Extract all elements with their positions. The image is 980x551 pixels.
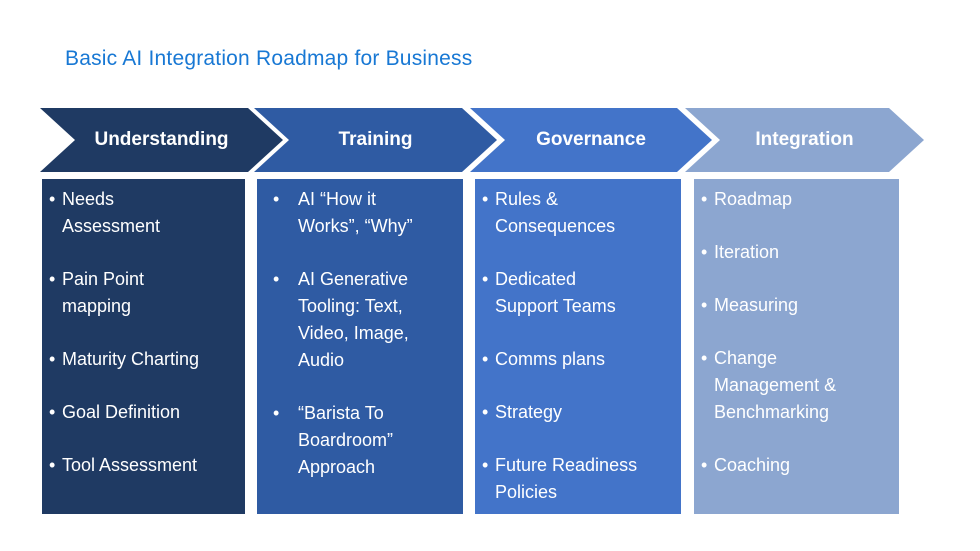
bullet-icon [482,346,495,373]
stage-header-training: Training [254,108,497,172]
list-item: Iteration [701,239,893,266]
bullet-icon [482,186,495,240]
list-item: Goal Definition [49,399,239,426]
list-item: Maturity Charting [49,346,239,373]
stage-header-integration: Integration [685,108,924,172]
list-item: Pain Point mapping [49,266,239,320]
list-item: Rules & Consequences [482,186,675,240]
stage-header-label: Training [338,129,413,150]
list-item: AI “How it Works”, “Why” [273,186,457,240]
stage-header-label: Understanding [94,129,229,150]
bullet-icon [49,399,62,426]
stage-body-governance: Rules & Consequences Dedicated Support T… [475,179,681,514]
bullet-icon [482,266,495,320]
stage-header-label: Governance [536,129,646,150]
bullet-icon [49,346,62,373]
stage-item-list: Rules & Consequences Dedicated Support T… [475,179,681,506]
page-title: Basic AI Integration Roadmap for Busines… [65,47,473,70]
list-item: Coaching [701,452,893,479]
list-item: Future Readiness Policies [482,452,675,506]
bullet-icon [701,345,714,426]
list-item: Dedicated Support Teams [482,266,675,320]
bullet-icon [701,186,714,213]
bullet-icon [273,400,298,481]
list-item: “Barista To Boardroom” Approach [273,400,457,481]
stage-body-integration: Roadmap Iteration Measuring Change Manag… [694,179,899,514]
list-item: Measuring [701,292,893,319]
stage-item-list: Roadmap Iteration Measuring Change Manag… [694,179,899,479]
stage-header-governance: Governance [470,108,712,172]
list-item: Strategy [482,399,675,426]
bullet-icon [49,266,62,320]
stage-item-list: AI “How it Works”, “Why” AI Generative T… [257,179,463,481]
list-item: AI Generative Tooling: Text, Video, Imag… [273,266,457,374]
bullet-icon [49,186,62,240]
list-item: Tool Assessment [49,452,239,479]
bullet-icon [482,452,495,506]
bullet-icon [701,239,714,266]
stage-body-training: AI “How it Works”, “Why” AI Generative T… [257,179,463,514]
stage-body-understanding: Needs Assessment Pain Point mapping Matu… [42,179,245,514]
bullet-icon [49,452,62,479]
stage-header-label: Integration [755,129,854,150]
list-item: Roadmap [701,186,893,213]
bullet-icon [701,292,714,319]
stage-item-list: Needs Assessment Pain Point mapping Matu… [42,179,245,479]
stage-header-understanding: Understanding [40,108,283,172]
list-item: Change Management & Benchmarking [701,345,893,426]
bullet-icon [482,399,495,426]
bullet-icon [273,266,298,374]
bullet-icon [273,186,298,240]
list-item: Comms plans [482,346,675,373]
list-item: Needs Assessment [49,186,239,240]
bullet-icon [701,452,714,479]
